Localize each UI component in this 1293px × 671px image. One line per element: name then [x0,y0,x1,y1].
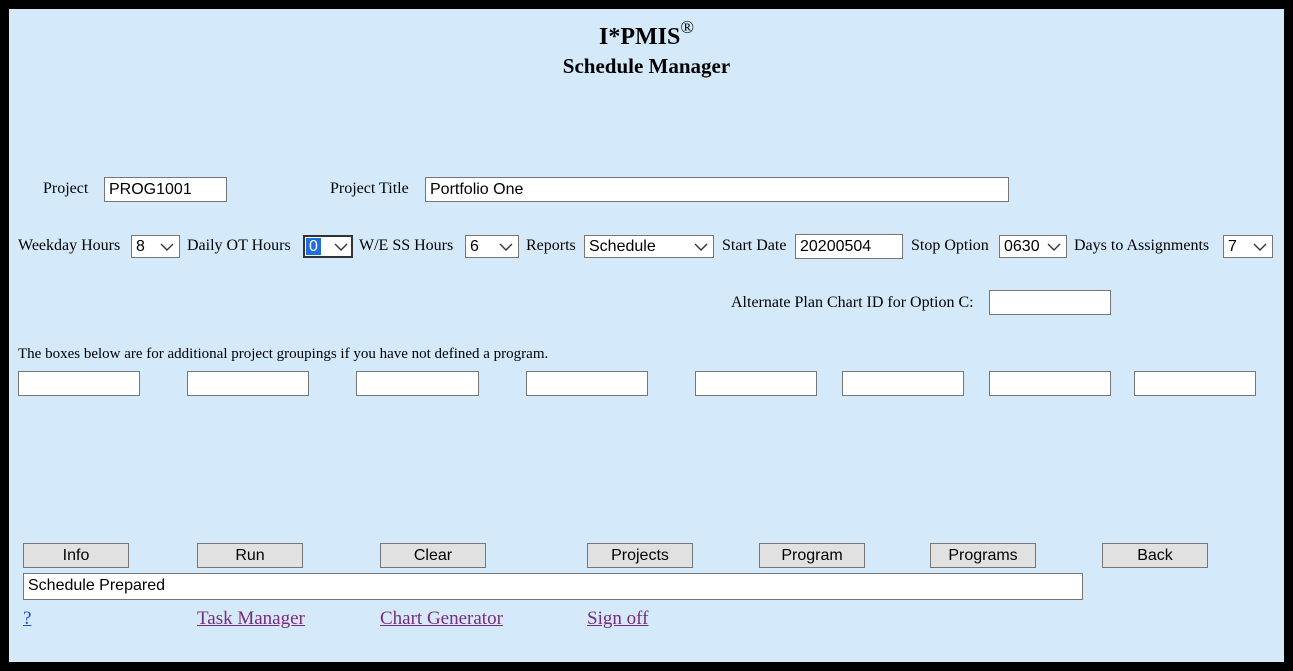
chevron-down-icon [1253,243,1267,251]
chevron-down-icon [160,243,174,251]
info-button[interactable]: Info [23,543,129,568]
grouping-input-8[interactable] [1134,371,1256,396]
clear-button[interactable]: Clear [380,543,486,568]
days-to-assignments-select[interactable]: 7 [1223,235,1273,258]
we-ss-hours-value: 6 [470,238,479,255]
sign-off-link[interactable]: Sign off [587,608,649,629]
back-button[interactable]: Back [1102,543,1208,568]
grouping-input-5[interactable] [695,371,817,396]
page-frame: I*PMIS® Schedule Manager Project PROG100… [9,9,1284,662]
weekday-hours-label: Weekday Hours [18,237,121,254]
project-title-input[interactable]: Portfolio One [425,177,1009,202]
task-manager-link[interactable]: Task Manager [197,608,305,629]
we-ss-hours-select[interactable]: 6 [465,235,519,258]
chevron-down-icon [694,243,708,251]
projects-button[interactable]: Projects [587,543,693,568]
chart-generator-link[interactable]: Chart Generator [380,608,503,629]
project-input[interactable]: PROG1001 [104,177,227,202]
chevron-down-icon [334,243,348,251]
project-label: Project [43,180,89,197]
grouping-input-2[interactable] [187,371,309,396]
start-date-label: Start Date [722,237,787,254]
daily-ot-select[interactable]: 0 [303,235,353,258]
programs-button[interactable]: Programs [930,543,1036,568]
daily-ot-label: Daily OT Hours [187,237,291,254]
reports-value: Schedule [589,238,656,255]
reports-select[interactable]: Schedule [584,235,714,258]
grouping-input-1[interactable] [18,371,140,396]
grouping-input-6[interactable] [842,371,964,396]
run-button[interactable]: Run [197,543,303,568]
registered-mark: ® [680,17,695,37]
start-date-input[interactable]: 20200504 [795,234,903,259]
stop-option-label: Stop Option [911,237,989,254]
weekday-hours-select[interactable]: 8 [131,235,180,258]
we-ss-hours-label: W/E SS Hours [359,237,454,254]
grouping-input-7[interactable] [989,371,1111,396]
stop-option-value: 0630 [1004,238,1040,255]
grouping-input-3[interactable] [356,371,479,396]
chevron-down-icon [1047,243,1061,251]
alternate-plan-label: Alternate Plan Chart ID for Option C: [731,294,974,311]
chevron-down-icon [499,243,513,251]
stop-option-select[interactable]: 0630 [999,235,1067,258]
status-message: Schedule Prepared [23,573,1083,600]
page-title: Schedule Manager [562,54,731,78]
program-button[interactable]: Program [759,543,865,568]
app-name: I*PMIS [598,24,681,50]
days-to-assignments-label: Days to Assignments [1074,237,1210,254]
groupings-note: The boxes below are for additional proje… [18,346,549,362]
grouping-input-4[interactable] [526,371,648,396]
days-to-assignments-value: 7 [1228,238,1237,255]
project-title-label: Project Title [330,180,409,197]
help-link[interactable]: ? [23,608,32,629]
reports-label: Reports [526,237,576,254]
alternate-plan-input[interactable] [989,290,1111,315]
daily-ot-value: 0 [306,238,321,255]
app-title: I*PMIS® [9,17,1284,51]
weekday-hours-value: 8 [136,238,145,255]
